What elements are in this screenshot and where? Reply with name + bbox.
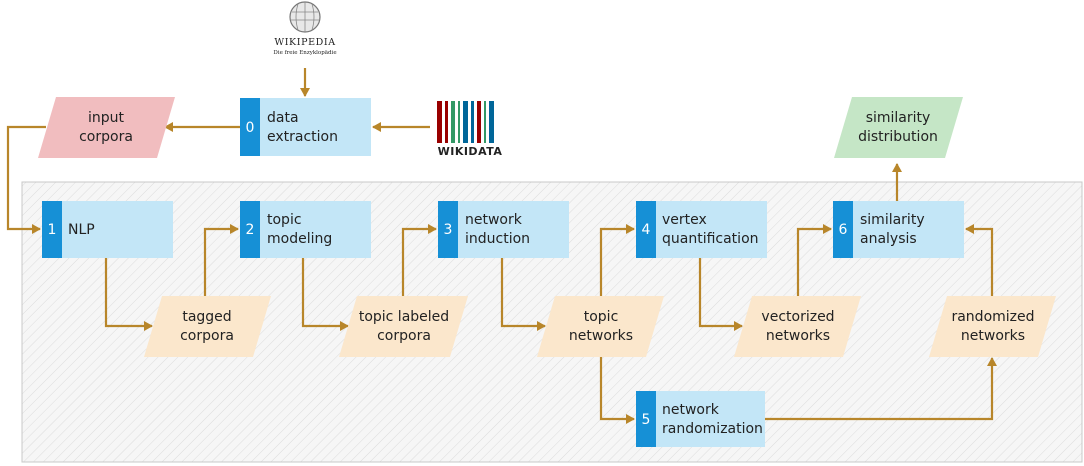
step-5-line1: network <box>662 402 720 418</box>
similarity-distribution-line1: similarity <box>866 110 931 126</box>
process-step-2: 2 topic modeling <box>240 201 371 258</box>
arrow-topic-networks-to-quantification <box>599 224 635 296</box>
process-step-0: 0 data extraction <box>240 98 371 156</box>
data-node-similarity-distribution: similarity distribution <box>834 97 963 158</box>
process-step-6: 6 similarity analysis <box>833 201 964 258</box>
step-3-line1: network <box>465 212 523 228</box>
arrow-topic-modeling-to-labeled <box>301 258 349 331</box>
input-corpora-line1: input <box>88 110 125 126</box>
step-3-number: 3 <box>444 222 453 238</box>
wikipedia-title: WIKIPEDIA <box>274 37 335 48</box>
wikidata-bar <box>463 101 468 143</box>
process-step-4: 4 vertex quantification <box>636 201 767 258</box>
step-4-number: 4 <box>642 222 651 238</box>
wikidata-bar <box>451 101 455 143</box>
arrow-randomization-to-randomized <box>765 357 997 421</box>
data-node-input-corpora: input corpora <box>38 97 175 158</box>
step-0-number: 0 <box>246 120 255 136</box>
topic-networks-line2: networks <box>569 328 633 344</box>
step-5-number: 5 <box>642 412 651 428</box>
process-step-3: 3 network induction <box>438 201 569 258</box>
input-corpora-line2: corpora <box>79 129 133 145</box>
data-node-topic-labeled-corpora: topic labeled corpora <box>339 296 468 357</box>
data-node-vectorized-networks: vectorized networks <box>734 296 861 357</box>
process-step-5: 5 network randomization <box>636 391 765 447</box>
step-1-line1: NLP <box>68 222 95 238</box>
step-1-number: 1 <box>48 222 57 238</box>
vectorized-networks-line1: vectorized <box>761 309 834 325</box>
similarity-distribution-line2: distribution <box>858 129 938 145</box>
wikidata-title: WIKIDATA <box>438 145 503 158</box>
arrow-input-to-nlp <box>6 125 46 234</box>
arrow-quantification-to-vectorized <box>698 258 743 331</box>
randomized-networks-line1: randomized <box>951 309 1034 325</box>
step-2-line1: topic <box>267 212 302 228</box>
data-node-tagged-corpora: tagged corpora <box>144 296 271 357</box>
arrows <box>6 68 997 424</box>
step-6-line1: similarity <box>860 212 925 228</box>
vectorized-networks-line2: networks <box>766 328 830 344</box>
arrow-randomized-to-similarity <box>965 224 994 296</box>
wikipedia-subtitle: Die freie Enzyklopädie <box>273 50 336 56</box>
wikidata-bar <box>477 101 481 143</box>
step-4-line2: quantification <box>662 231 759 247</box>
wikidata-bar <box>484 101 486 143</box>
step-3-line2: induction <box>465 231 530 247</box>
wikidata-bar <box>489 101 494 143</box>
step-0-line2: extraction <box>267 129 338 145</box>
wikidata-bar <box>437 101 442 143</box>
wikidata-bar <box>471 101 474 143</box>
step-4-line1: vertex <box>662 212 707 228</box>
arrow-induction-to-topic-networks <box>500 258 546 331</box>
process-step-1: 1 NLP <box>42 201 173 258</box>
step-2-number: 2 <box>246 222 255 238</box>
tagged-corpora-line2: corpora <box>180 328 234 344</box>
arrow-tagged-to-topic-modeling <box>203 224 239 296</box>
step-2-line2: modeling <box>267 231 332 247</box>
topic-networks-line1: topic <box>584 309 619 325</box>
step-6-number: 6 <box>839 222 848 238</box>
step-5-line2: randomization <box>662 421 763 437</box>
step-6-line2: analysis <box>860 231 917 247</box>
data-node-randomized-networks: randomized networks <box>929 296 1056 357</box>
topic-labeled-corpora-line2: corpora <box>377 328 431 344</box>
arrow-nlp-to-tagged <box>104 258 153 331</box>
wikipedia-logo: WIKIPEDIA Die freie Enzyklopädie <box>273 1 337 56</box>
wikidata-barcode-icon <box>437 101 494 143</box>
tagged-corpora-line1: tagged <box>182 309 231 325</box>
randomized-networks-line2: networks <box>961 328 1025 344</box>
data-node-topic-networks: topic networks <box>537 296 664 357</box>
arrow-labeled-to-induction <box>401 224 437 296</box>
wikidata-bar <box>458 101 460 143</box>
wikidata-bar <box>445 101 448 143</box>
topic-labeled-corpora-line1: topic labeled <box>359 309 449 325</box>
arrow-vectorized-to-similarity <box>796 224 832 296</box>
arrow-topic-networks-to-randomization <box>599 356 635 424</box>
step-0-line1: data <box>267 110 299 126</box>
wikidata-logo: WIKIDATA <box>437 101 502 158</box>
